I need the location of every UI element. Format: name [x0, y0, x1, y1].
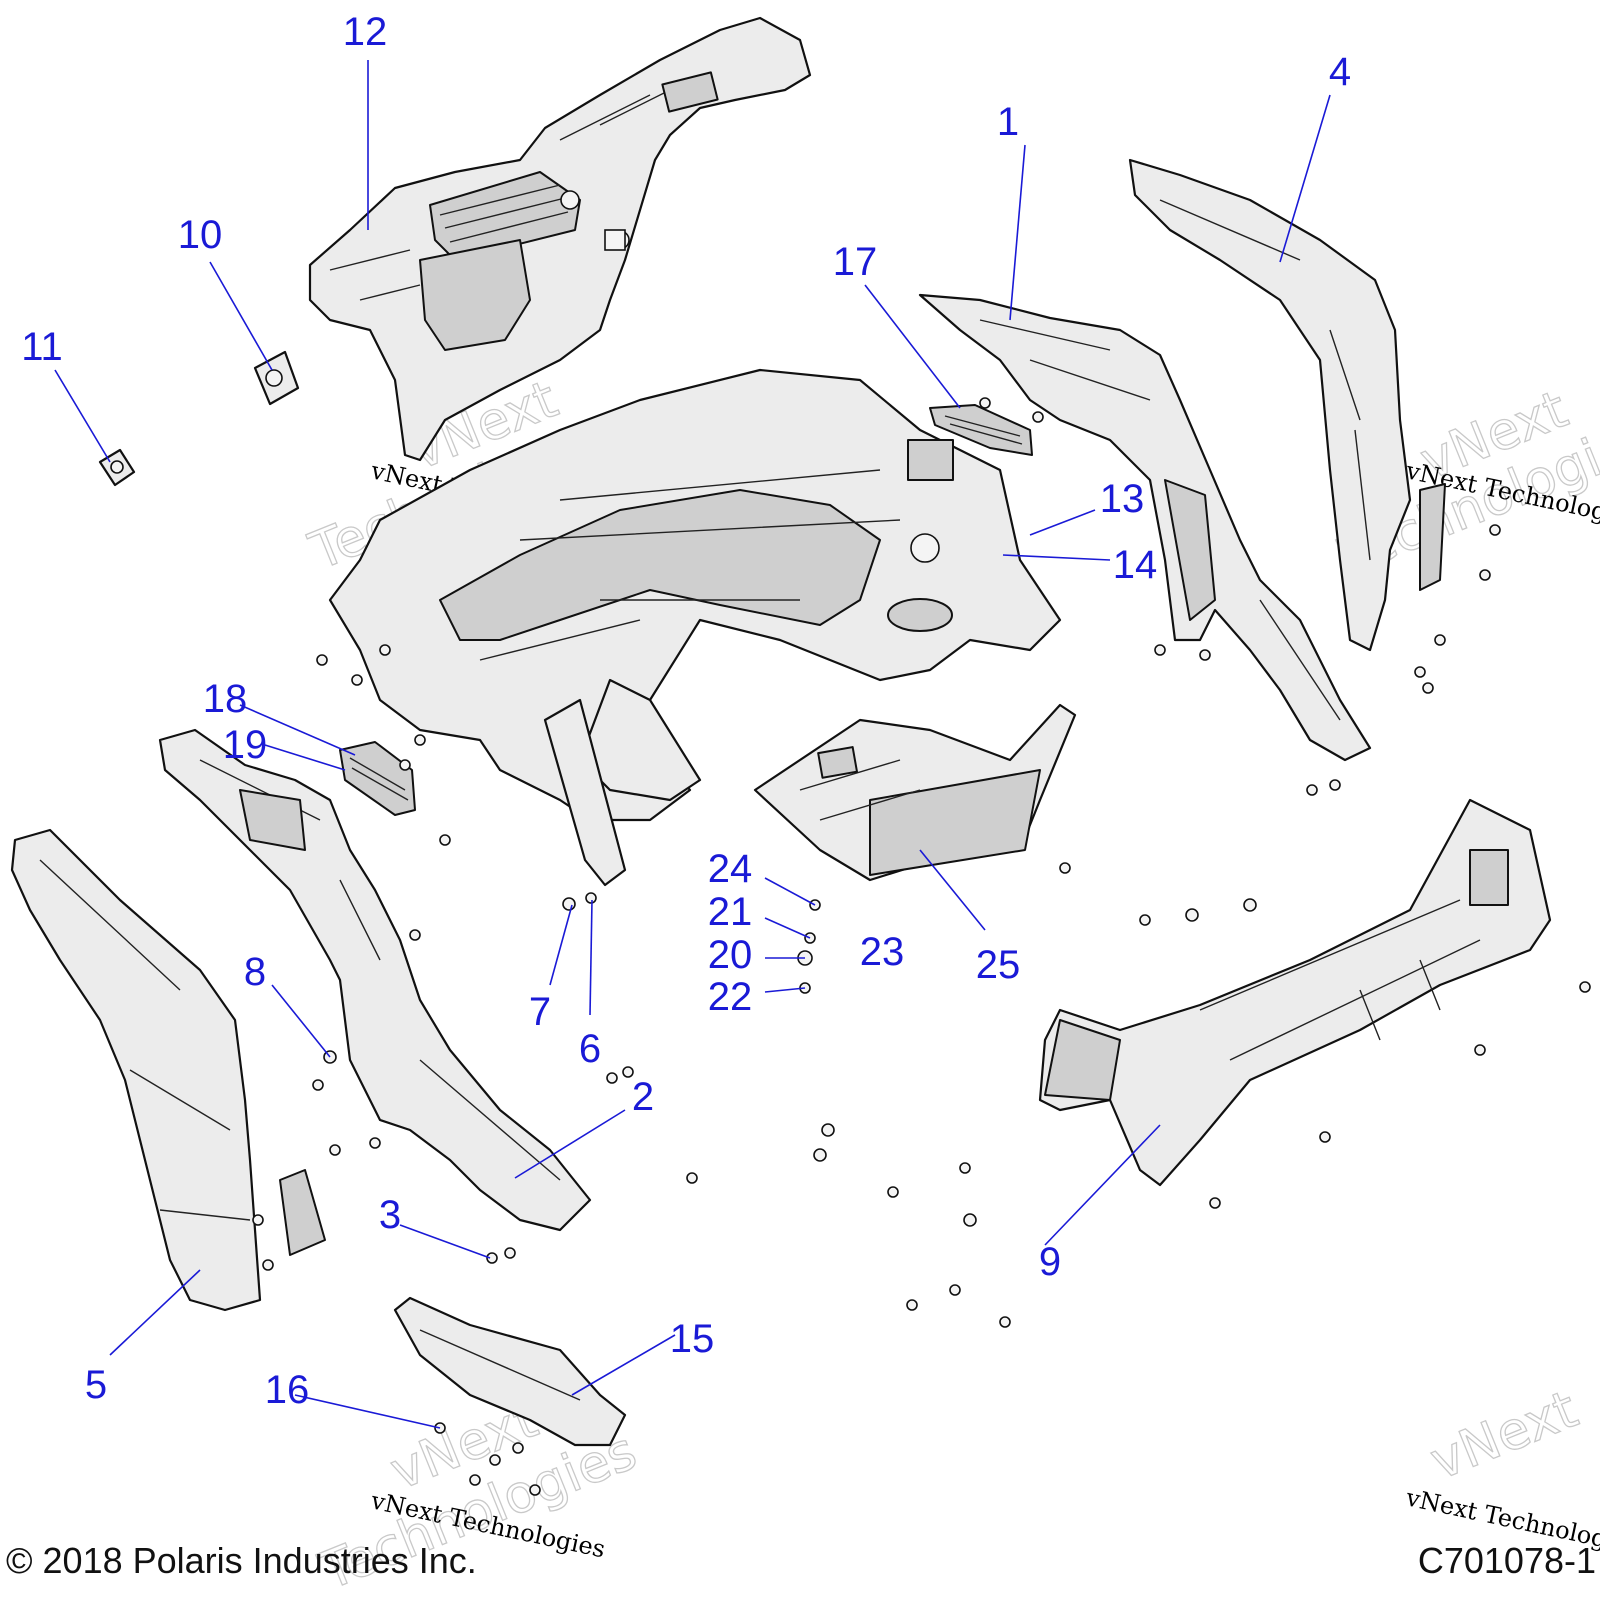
drawing-number: C701078-1 [1417, 1540, 1596, 1581]
callout-4: 4 [1329, 50, 1351, 94]
vent-grille-lower [339, 741, 416, 816]
dash-panel [308, 16, 812, 462]
trim-pieces-small [98, 350, 300, 487]
right-outer-fender [1128, 158, 1446, 652]
callout-6: 6 [579, 1027, 601, 1071]
rear-lower-panel [1038, 798, 1552, 1187]
right-side-rail [918, 293, 1372, 762]
rear-floor-panel [753, 703, 1077, 882]
callout-14: 14 [1113, 543, 1158, 587]
callout-3: 3 [379, 1193, 401, 1237]
callout-22: 22 [708, 975, 753, 1019]
callout-8: 8 [244, 950, 266, 994]
cargo-tub [328, 368, 1062, 887]
watermark-vnext-4: vNext [1422, 1380, 1585, 1493]
callout-labels: 1 2 3 4 5 6 7 8 9 10 11 12 13 14 15 16 1… [21, 10, 1351, 1412]
vent-grille-upper [929, 404, 1033, 456]
callout-25: 25 [976, 943, 1021, 987]
callout-19: 19 [223, 723, 268, 767]
callout-1: 1 [997, 100, 1019, 144]
callout-15: 15 [670, 1317, 715, 1361]
callout-10: 10 [178, 213, 223, 257]
callout-18: 18 [203, 677, 248, 721]
callout-20: 20 [708, 933, 753, 977]
callout-5: 5 [85, 1363, 107, 1407]
callout-11: 11 [21, 325, 63, 369]
leader-lines [54, 60, 1331, 1429]
fasteners [252, 397, 1591, 1496]
callout-12: 12 [343, 10, 388, 54]
callout-13: 13 [1100, 477, 1145, 521]
callout-23: 23 [860, 930, 905, 974]
callout-9: 9 [1039, 1240, 1061, 1284]
lower-splash-panel [393, 1296, 627, 1447]
callout-2: 2 [632, 1075, 654, 1119]
callout-21: 21 [708, 890, 753, 934]
callout-17: 17 [833, 240, 878, 284]
left-side-rail [158, 728, 592, 1232]
left-outer-fender [10, 828, 326, 1312]
copyright-notice: © 2018 Polaris Industries Inc. [6, 1540, 477, 1581]
callout-7: 7 [529, 990, 551, 1034]
callout-24: 24 [708, 847, 753, 891]
callout-16: 16 [265, 1368, 310, 1412]
